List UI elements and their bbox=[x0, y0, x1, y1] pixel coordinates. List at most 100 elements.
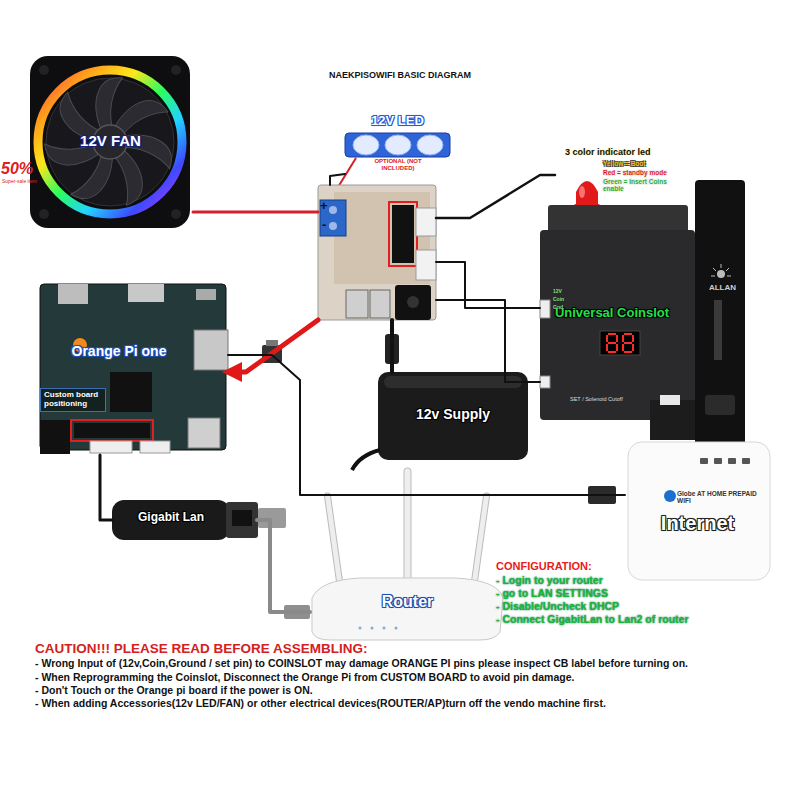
coinslot-image bbox=[650, 400, 695, 440]
led-strip-image bbox=[385, 135, 411, 155]
modem-image bbox=[628, 442, 770, 580]
modem-image bbox=[728, 458, 736, 464]
orange-pi-image bbox=[128, 284, 164, 302]
coinslot-image bbox=[721, 264, 722, 268]
modem-image bbox=[700, 458, 708, 464]
fan-node: 12V FAN bbox=[28, 55, 193, 230]
led-strip-image bbox=[353, 135, 379, 155]
power-supply-image bbox=[352, 450, 380, 470]
wire-connector bbox=[436, 300, 540, 382]
node-text: Router bbox=[355, 593, 460, 611]
power-supply-node: 12v Supply bbox=[378, 372, 528, 460]
note-label: Gnd bbox=[553, 305, 563, 311]
router-image bbox=[284, 468, 503, 640]
note-label: 50% bbox=[1, 160, 33, 178]
gigabit-lan-image bbox=[112, 500, 230, 540]
note-label: Coin bbox=[553, 297, 564, 303]
router-image bbox=[324, 493, 344, 593]
coinslot-image bbox=[713, 268, 716, 271]
custom-board-image bbox=[329, 206, 337, 214]
wire-connector bbox=[228, 320, 318, 372]
custom-board-image bbox=[370, 290, 390, 318]
node-text: - bbox=[322, 218, 326, 233]
orange-pi-image bbox=[196, 289, 216, 300]
node-text: Gigabit Lan bbox=[116, 511, 226, 524]
wire-connector bbox=[436, 262, 540, 308]
fan-image bbox=[39, 209, 49, 219]
orange-pi-image bbox=[90, 441, 132, 453]
coinslot-node: ALLAN Universal CoinslotSET / Solenoid Cu… bbox=[540, 180, 745, 460]
custom-board-image bbox=[416, 250, 436, 280]
ethernet-plug bbox=[266, 340, 278, 346]
orange-pi-image bbox=[40, 284, 228, 454]
modem-image bbox=[664, 490, 676, 502]
diagram-title: NAEKPISOWIFI BASIC DIAGRAM bbox=[250, 70, 550, 80]
wire-connector bbox=[100, 455, 112, 520]
gigabit-lan-image bbox=[232, 510, 252, 526]
node-text: SET / Solenoid Cutoff bbox=[570, 396, 670, 402]
node-text: Red = standby mode bbox=[603, 169, 688, 176]
node-text: Orange Pi one bbox=[54, 344, 184, 360]
coinslot-image bbox=[695, 180, 745, 460]
coinslot-image bbox=[600, 331, 640, 355]
note-label: CONFIGURATION: bbox=[496, 560, 592, 572]
router-image bbox=[395, 627, 398, 630]
note-label: CAUTION!!! PLEASE READ BEFORE ASSEMBLING… bbox=[35, 641, 368, 656]
coinslot-image bbox=[540, 230, 695, 420]
node-text: Custom board positioning bbox=[40, 388, 106, 412]
router-image bbox=[470, 493, 490, 593]
custom-board-image bbox=[389, 202, 417, 266]
coinslot-image bbox=[540, 180, 745, 460]
wire-connector bbox=[193, 211, 318, 214]
node-text: ALLAN bbox=[700, 284, 745, 293]
node-text: 12v Supply bbox=[388, 407, 518, 423]
power-supply-image bbox=[378, 372, 528, 460]
router-image bbox=[312, 578, 503, 640]
gigabit-lan-image bbox=[226, 502, 258, 538]
note-label: - Login to your router bbox=[496, 575, 603, 587]
custom-board-image bbox=[392, 205, 414, 263]
node-text: Green = Insert Coins enable bbox=[603, 178, 688, 193]
router-image bbox=[359, 627, 362, 630]
router-image bbox=[383, 627, 386, 630]
orange-pi-image bbox=[74, 423, 150, 438]
coinslot-image bbox=[717, 270, 725, 278]
coinslot-image bbox=[540, 300, 550, 318]
modem-image bbox=[742, 458, 750, 464]
indicator-led-image bbox=[579, 186, 585, 198]
indicator-led-image bbox=[576, 181, 598, 206]
led-strip-image bbox=[417, 135, 443, 155]
coinslot-image bbox=[726, 268, 729, 271]
wire-connector bbox=[330, 174, 345, 185]
custom-board-image bbox=[318, 185, 436, 320]
coinslot-image bbox=[727, 276, 731, 277]
router-image bbox=[371, 627, 374, 630]
node-text: Yellow = Boot bbox=[603, 160, 688, 167]
node-text: + bbox=[320, 199, 328, 214]
note-label: - Disable/Uncheck DHCP bbox=[496, 601, 619, 613]
fan-image bbox=[39, 65, 49, 75]
wire-connector bbox=[390, 320, 394, 372]
gigabit-lan-node: Gigabit Lan bbox=[112, 498, 257, 542]
note-label: - When adding Accessories(12v LED/FAN) o… bbox=[35, 698, 606, 710]
power-supply-image bbox=[352, 334, 528, 470]
note-label: - Connect GigabitLan to Lan2 of router bbox=[496, 614, 689, 626]
custom-board-node: +- bbox=[318, 185, 436, 320]
node-text: 12V LED bbox=[345, 114, 450, 129]
coinslot-image bbox=[622, 333, 634, 353]
power-supply-image bbox=[384, 376, 522, 388]
custom-board-image bbox=[329, 222, 337, 230]
note-label: - When Reprogramming the Coinslot, Disco… bbox=[35, 672, 574, 684]
coinslot-image bbox=[705, 395, 735, 415]
coinslot-image bbox=[540, 376, 550, 388]
orange-pi-node: Orange Pi oneCustom board positioning bbox=[38, 280, 228, 455]
node-text: Universal Coinslot bbox=[542, 306, 682, 321]
custom-board-image bbox=[407, 296, 419, 308]
custom-board-image bbox=[318, 185, 436, 320]
orange-pi-image bbox=[188, 418, 220, 448]
modem-image bbox=[588, 442, 770, 580]
fan-image bbox=[171, 65, 181, 75]
orange-pi-image bbox=[194, 330, 228, 370]
